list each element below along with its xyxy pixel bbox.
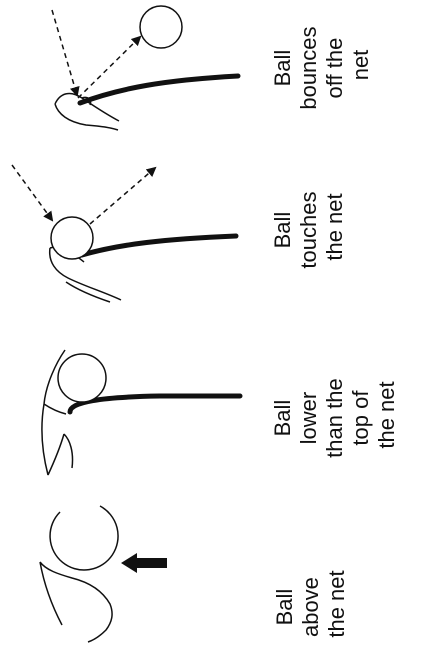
label-line: net [348, 50, 373, 81]
panel-lower: Ball lower than the top of the net [42, 350, 399, 475]
label-line: bounces [296, 26, 321, 109]
net-top-marker [135, 558, 167, 568]
panel-bounces: Ball bounces off the net [52, 6, 373, 130]
label-line: top of [348, 390, 373, 446]
net-line [82, 236, 236, 255]
incoming-arrow [52, 10, 77, 95]
label-line: lower [296, 392, 321, 445]
incoming-arrow [12, 165, 52, 220]
ball [140, 6, 182, 48]
svg-text:Ball lower than th: Ball lower than the top of the net [270, 372, 399, 458]
ball [50, 506, 118, 570]
label-line: the net [322, 193, 347, 260]
label-line: off the [322, 38, 347, 99]
panel-above: Ball above the net [40, 506, 349, 642]
label-line: touches [296, 192, 321, 269]
label-line: Ball [270, 212, 295, 249]
panel-touches: Ball touches the net [12, 165, 347, 302]
ball [51, 217, 93, 259]
rebound-arrow [90, 168, 155, 224]
net-line [80, 76, 238, 103]
ball [58, 354, 106, 402]
svg-text:Ball touches the n: Ball touches the net [270, 185, 347, 268]
svg-text:Ball bounces off t: Ball bounces off the net [270, 20, 373, 109]
label-line: than the [322, 378, 347, 458]
svg-text:Ball above the net: Ball above the net [272, 570, 349, 637]
label-line: the net [324, 570, 349, 637]
label-line: Ball [270, 400, 295, 437]
hand-icon [40, 562, 112, 642]
net-top-arrowhead [121, 553, 137, 573]
label-line: Ball [270, 50, 295, 87]
label-line: Ball [272, 589, 297, 626]
label-line: the net [374, 381, 399, 448]
label-line: above [298, 577, 323, 637]
